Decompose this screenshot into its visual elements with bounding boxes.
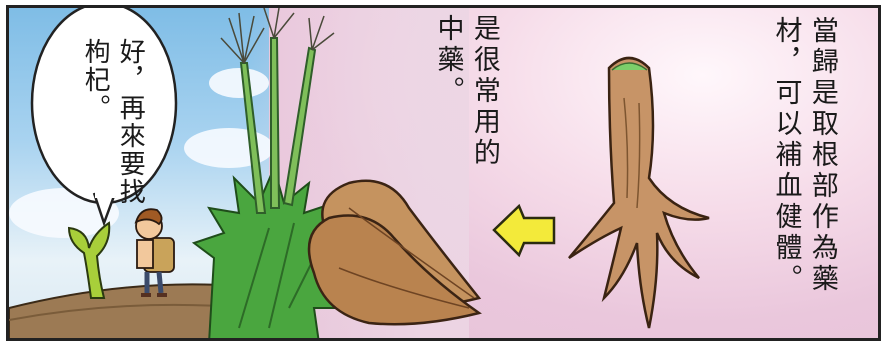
angelica-root-icon [568,56,710,329]
caption-middle: 是很常用的中藥。 [432,14,500,169]
speech-bubble-text: 好，再來要找枸杞。 [80,38,146,206]
cloud [209,68,269,98]
sprout-character-icon [67,221,111,299]
angelica-flowers [220,8,335,64]
arrow-left-icon [492,203,556,258]
angelica-stems [239,37,317,214]
illustration [9,8,710,338]
boy-character-icon [134,208,175,297]
sliced-root-icon [307,179,482,326]
speech-bubble [30,8,178,227]
comic-panel: 好，再來要找枸杞。 是很常用的中藥。 當歸是取根部作為藥材，可以補血健體。 [6,5,881,341]
caption-right: 當歸是取根部作為藥材，可以補血健體。 [770,16,838,295]
